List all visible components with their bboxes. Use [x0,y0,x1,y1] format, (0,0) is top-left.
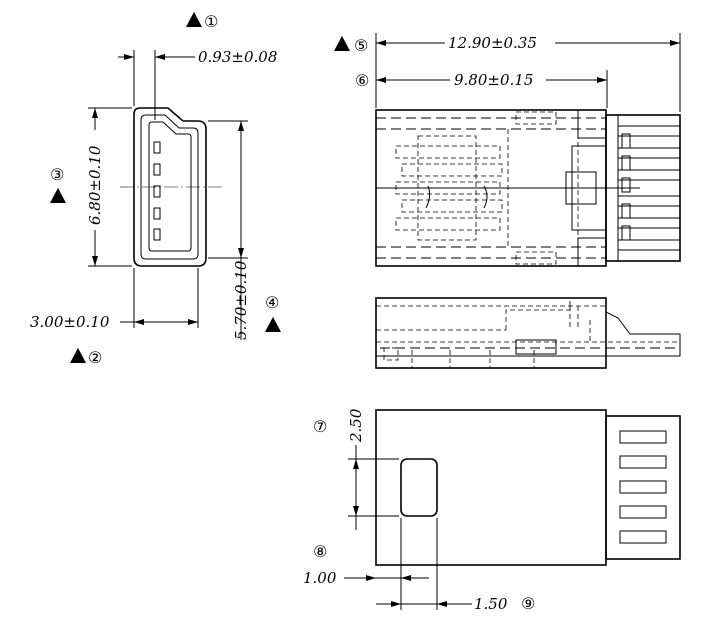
front-pin-5 [153,228,161,241]
side-body-outline [375,297,607,369]
bottom-pad-2 [619,455,667,469]
dim-overall-length: 12.90±0.35 [448,34,537,52]
side-contact-profile [605,298,681,357]
key-marker-triangle-5 [334,36,350,51]
dim-window-width: 1.50 [474,595,508,613]
marker-1: ① [204,12,218,31]
dim-window-height: 2.50 [347,408,365,443]
dim-body-length: 9.80±0.15 [454,71,533,89]
bottom-pad-4 [619,505,667,519]
marker-9: ⑨ [521,594,535,613]
front-pin-1 [153,141,161,154]
marker-8: ⑧ [313,542,327,561]
top-contact-area [605,114,681,262]
key-marker-triangle-1 [186,12,202,27]
dim-window-offset: 1.00 [303,569,337,587]
marker-6: ⑥ [355,71,369,90]
front-inner-shell [140,114,199,260]
front-outer-shell [133,107,207,267]
front-pin-2 [153,163,161,176]
marker-2: ② [88,348,102,367]
marker-7: ⑦ [313,417,327,436]
dim-inner-height: 5.70±0.10 [232,260,250,340]
bottom-view: 2.50 1.00 1.50 [303,408,681,613]
dim-shell-width: 3.00±0.10 [30,313,110,331]
bottom-pad-3 [619,480,667,494]
bottom-pad-1 [619,430,667,444]
bottom-window [400,458,438,517]
top-view: 12.90±0.35 9.80±0.15 [375,33,681,267]
bottom-pad-5 [619,530,667,544]
front-view: 0.93±0.08 6.80±0.10 5.70±0.10 3.00±0.10 [30,48,277,340]
dim-shell-height: 6.80±0.10 [86,145,104,225]
front-pin-3 [153,185,161,198]
front-pin-4 [153,207,161,220]
side-view [375,297,681,369]
bottom-body-outline [375,409,607,566]
bottom-contact-area [605,415,681,560]
front-cavity [148,121,192,252]
key-marker-triangle-4 [265,317,281,332]
key-marker-triangle-3 [50,188,66,203]
marker-5: ⑤ [354,36,368,55]
marker-4: ④ [265,293,279,312]
key-marker-triangle-2 [70,348,86,363]
marker-3: ③ [50,165,64,184]
dim-pin-width: 0.93±0.08 [198,48,277,66]
